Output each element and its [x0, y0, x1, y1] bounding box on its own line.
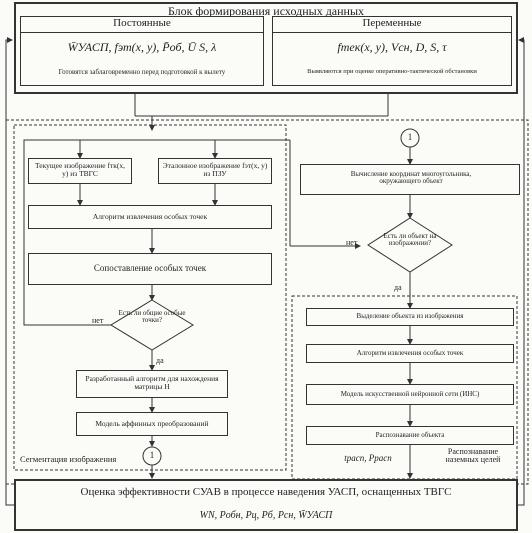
affine-text: Модель аффинных преобразований [95, 419, 209, 428]
variables-formula: fтек(x, y), Vсн, D, S, τ [337, 40, 447, 54]
constants-note: Готовятся заблаговременно перед подготов… [58, 68, 226, 76]
select-object-box: Выделение объекта из изображения [306, 308, 514, 326]
extract-points-text: Алгоритм извлечения особых точек [92, 212, 208, 221]
neural-box: Модель искусственной нейронной сети (ИНС… [306, 384, 514, 405]
recognition-group-label: Распознавание наземных целей [445, 447, 501, 465]
polygon-text: Вычисление координат многоугольника, окр… [350, 170, 472, 186]
right-connector-text: 1 [407, 132, 413, 142]
variables-box: Переменные fтек(x, y), Vсн, D, S, τ Выяв… [272, 16, 512, 86]
left-connector-text: 1 [149, 450, 155, 460]
select-object-text: Выделение объекта из изображения [356, 312, 464, 320]
right-extract-box: Алгоритм извлечения особых точек [306, 344, 514, 363]
right-yes-label: да [394, 283, 402, 292]
segmentation-label: Сегментация изображения [20, 454, 117, 464]
neural-text: Модель искусственной нейронной сети (ИНС… [340, 390, 480, 398]
left-no-label: нет [92, 316, 104, 325]
extract-points-box: Алгоритм извлечения особых точек [28, 205, 272, 229]
right-no-label: нет [346, 238, 358, 247]
homography-box: Разработанный алгоритм для нахождения ма… [76, 370, 228, 398]
right-decision-text: Есть ли объект на изображении? [383, 232, 437, 248]
footer-title: Оценка эффективности СУАВ в процессе нав… [80, 486, 452, 498]
recognition-box: Распознавание объекта [306, 426, 514, 445]
recognition-text: Распознавание объекта [375, 431, 445, 439]
current-image-text: Текущее изображение fтк(x, y) из ТВГС [35, 161, 125, 178]
constants-box: Постоянные W̄УАСП, fэт(x, y), P̄об, Ū S,… [20, 16, 264, 86]
match-points-text: Сопоставление особых точек [93, 263, 207, 273]
footer-block: Оценка эффективности СУАВ в процессе нав… [14, 479, 518, 531]
footer-formula: WN, Pобн, Pц, Pб, Pсн, W̄УАСП [199, 510, 333, 521]
variables-label: Переменные [273, 17, 511, 33]
right-extract-text: Алгоритм извлечения особых точек [356, 349, 464, 357]
constants-formula: W̄УАСП, fэт(x, y), P̄об, Ū S, λ [67, 40, 217, 54]
reference-image-text: Эталонное изображение fэт(x, y) из ПЗУ [162, 161, 268, 178]
constants-label: Постоянные [21, 17, 263, 33]
reference-image-box: Эталонное изображение fэт(x, y) из ПЗУ [158, 158, 272, 184]
left-decision-diamond [110, 299, 194, 351]
recognition-output: tраcп, Pраcп [344, 453, 392, 463]
homography-text: Разработанный алгоритм для нахождения ма… [85, 374, 219, 391]
polygon-box: Вычисление координат многоугольника, окр… [300, 164, 520, 195]
header-title: Блок формирования исходных данных [167, 4, 365, 18]
left-yes-label: да [156, 356, 164, 365]
current-image-box: Текущее изображение fтк(x, y) из ТВГС [28, 158, 132, 184]
left-decision-text: Есть ли общие особые точки? [118, 309, 186, 325]
affine-box: Модель аффинных преобразований [76, 412, 228, 436]
variables-note: Выявляются при оценке оперативно-тактиче… [307, 68, 477, 75]
match-points-box: Сопоставление особых точек [28, 253, 272, 285]
